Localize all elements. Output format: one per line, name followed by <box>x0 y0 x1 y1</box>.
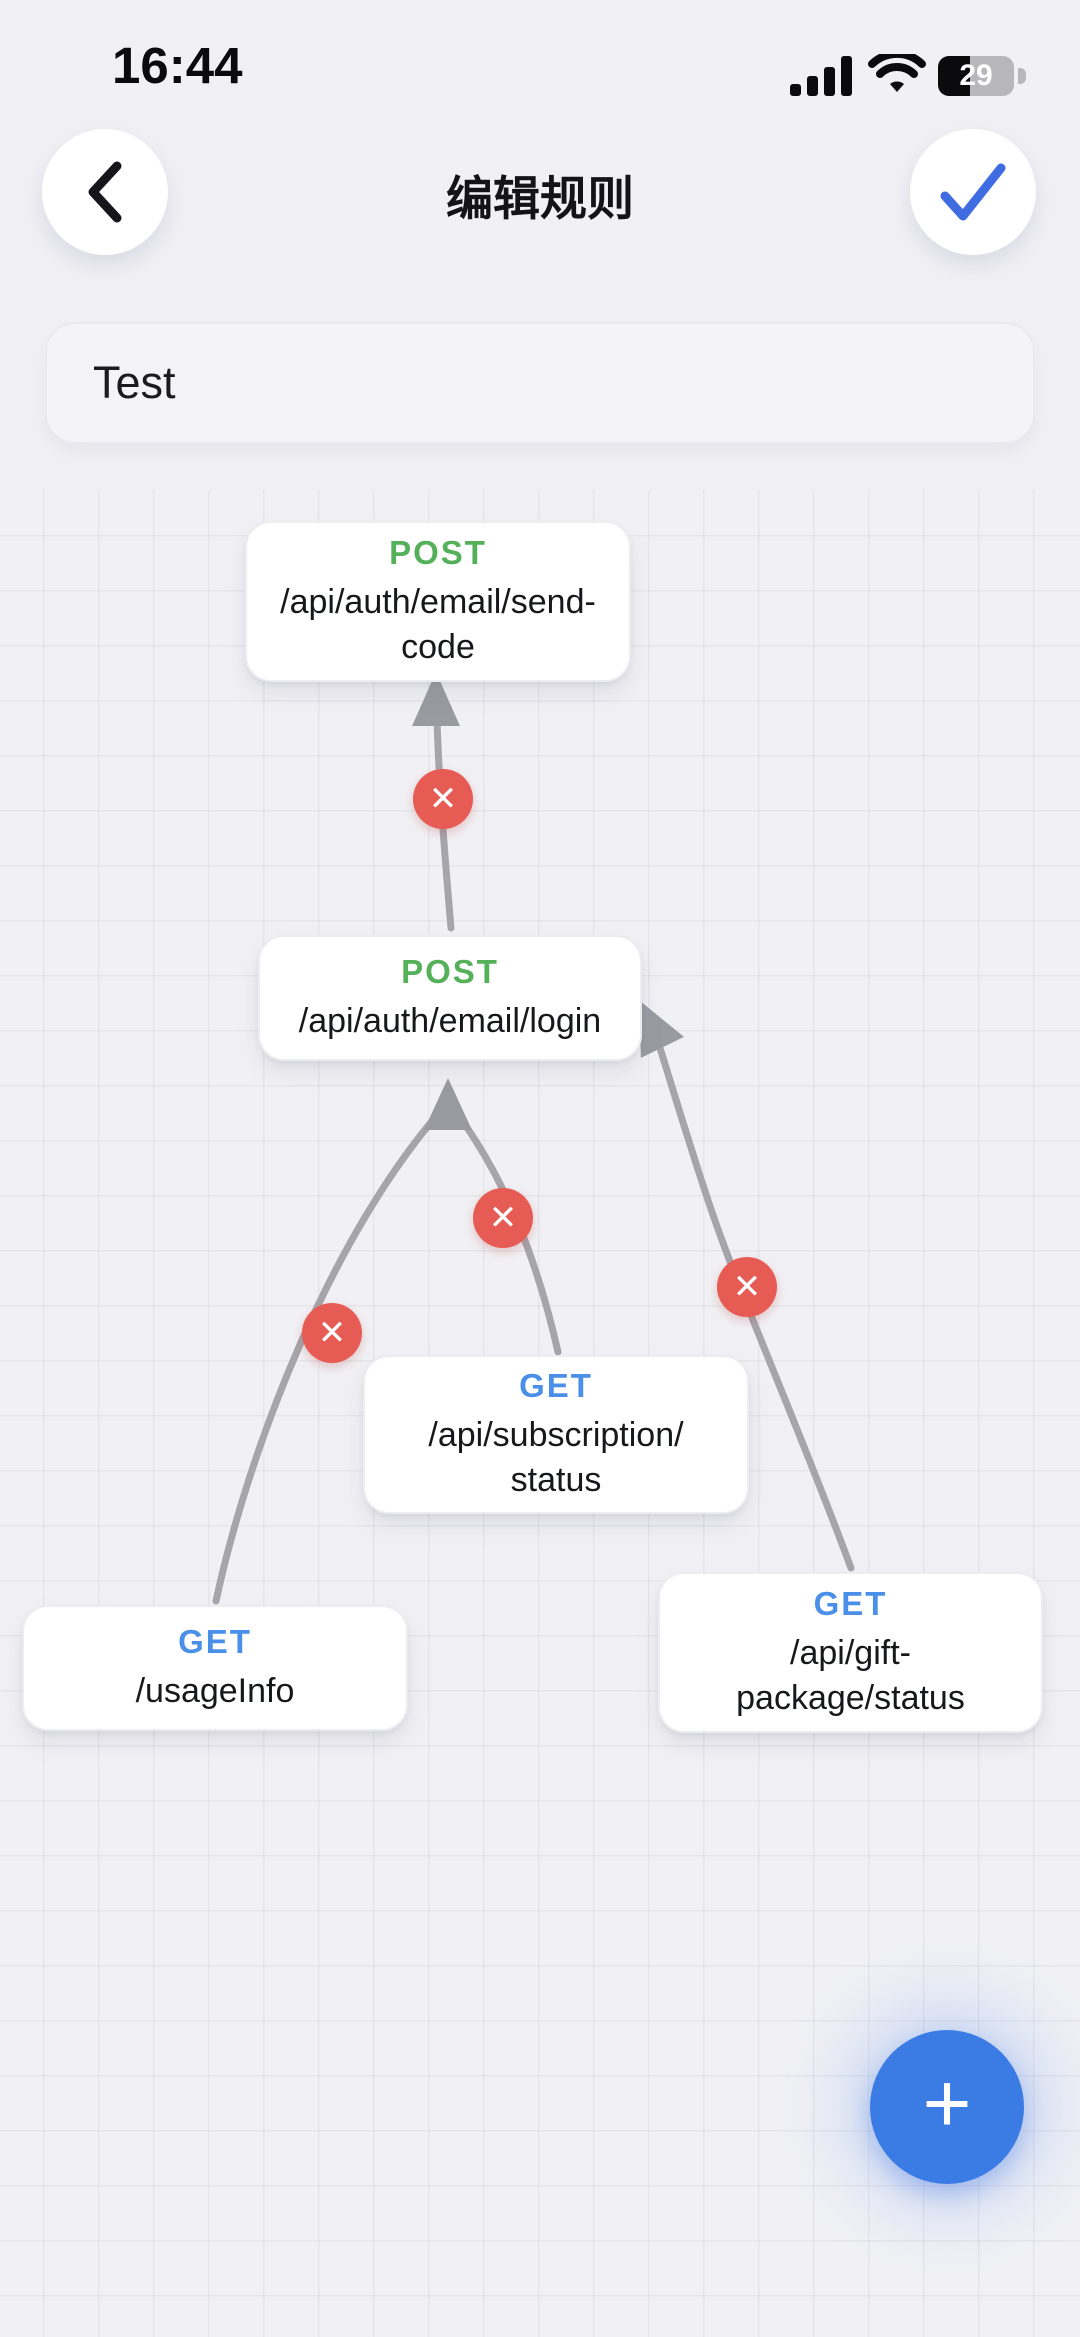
x-icon: ✕ <box>488 1199 518 1237</box>
rule-name-input[interactable] <box>45 322 1035 444</box>
node-path-label: /api/subscription/status <box>428 1416 684 1500</box>
page-title: 编辑规则 <box>446 172 634 225</box>
status-bar: 16:44 29 <box>0 0 1080 120</box>
cellular-signal-icon <box>790 56 854 96</box>
node-method-label: POST <box>401 952 499 990</box>
add-node-button[interactable]: + <box>870 2030 1024 2184</box>
plus-icon: + <box>922 2056 972 2150</box>
node-method-label: GET <box>178 1622 252 1660</box>
back-button[interactable] <box>42 129 168 255</box>
flow-canvas[interactable] <box>0 490 1080 2337</box>
x-icon: ✕ <box>732 1268 762 1306</box>
battery-cap <box>1018 68 1026 84</box>
node-method-label: GET <box>519 1366 593 1404</box>
node-send-code[interactable]: POST /api/auth/email/send-code <box>245 521 631 682</box>
battery-icon: 29 <box>938 56 1014 96</box>
x-icon: ✕ <box>428 780 458 818</box>
battery-fill <box>938 56 970 96</box>
confirm-button[interactable] <box>910 129 1036 255</box>
node-gift-package-status[interactable]: GET /api/gift-package/status <box>658 1572 1043 1733</box>
x-icon: ✕ <box>317 1314 347 1352</box>
node-usage-info[interactable]: GET /usageInfo <box>22 1605 408 1731</box>
node-path-label: /api/gift-package/status <box>736 1634 965 1718</box>
battery-percent: 29 <box>959 59 993 92</box>
node-method-label: POST <box>389 533 487 571</box>
delete-edge-subscription-login-button[interactable]: ✕ <box>473 1188 533 1248</box>
node-path-label: /api/auth/email/login <box>298 1002 602 1041</box>
node-subscription-status[interactable]: GET /api/subscription/status <box>363 1355 749 1514</box>
node-method-label: GET <box>813 1584 888 1622</box>
delete-edge-usageinfo-login-button[interactable]: ✕ <box>302 1303 362 1363</box>
node-path-label: /api/auth/email/send-code <box>280 583 596 667</box>
node-path-label: /usageInfo <box>135 1672 295 1711</box>
delete-edge-gift-login-button[interactable]: ✕ <box>717 1257 777 1317</box>
checkmark-icon <box>940 163 1006 221</box>
delete-edge-login-sendcode-button[interactable]: ✕ <box>413 769 473 829</box>
wifi-icon <box>868 54 926 92</box>
chevron-left-icon <box>88 161 122 223</box>
clock: 16:44 <box>112 37 243 94</box>
node-login[interactable]: POST /api/auth/email/login <box>258 935 642 1061</box>
